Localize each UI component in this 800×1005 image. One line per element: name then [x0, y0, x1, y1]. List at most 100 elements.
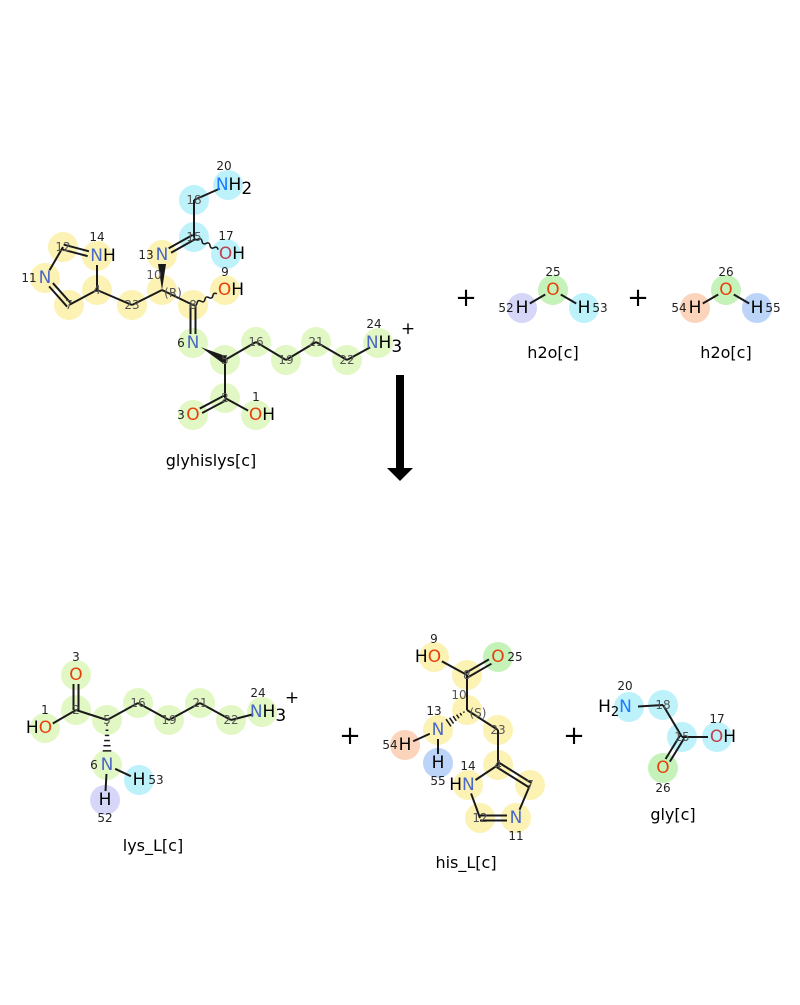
- atom-label: O: [546, 280, 559, 300]
- bond: [702, 293, 719, 305]
- atom-index: 17: [709, 712, 724, 726]
- atom-index: 12: [472, 811, 487, 825]
- bond: [529, 293, 546, 305]
- bond: [315, 341, 348, 361]
- atom-label: H: [516, 298, 529, 318]
- bond: [474, 764, 499, 781]
- atom-index: 15: [674, 730, 689, 744]
- bond: [470, 793, 481, 819]
- atom-index: 25: [507, 650, 522, 664]
- atom-index: 7: [65, 298, 73, 312]
- atom-highlight: [501, 803, 531, 833]
- double-bond: [63, 243, 90, 253]
- atom-index: 16: [248, 335, 263, 349]
- atom-index: 23: [490, 723, 505, 737]
- plus-sign: +: [627, 283, 649, 313]
- atom-charge: +: [401, 319, 415, 339]
- atom-highlight: [423, 715, 453, 745]
- atom-label: OH: [218, 280, 244, 300]
- atom-highlight: [507, 293, 537, 323]
- atom-label: H: [689, 298, 702, 318]
- atom-index: 26: [718, 265, 733, 279]
- bond: [52, 709, 77, 725]
- bond: [224, 397, 249, 412]
- atom-subscript: 3: [391, 337, 402, 357]
- atom-index: 20: [617, 679, 632, 693]
- atom-index: 54: [671, 301, 686, 315]
- atom-highlight: [178, 328, 208, 358]
- hash-bond: [448, 717, 455, 725]
- atom-index: 10: [451, 688, 466, 702]
- atom-label: OH: [219, 244, 245, 264]
- atom-highlight: [61, 660, 91, 690]
- atom-highlight: [363, 328, 393, 358]
- atom-subscript: 2: [241, 179, 252, 199]
- atom-label: O: [656, 758, 669, 778]
- atom-index: 11: [21, 271, 36, 285]
- double-bond: [668, 737, 685, 763]
- stereo-label: (S): [470, 706, 487, 720]
- atom-index: 2: [72, 703, 80, 717]
- atom-highlight: [538, 275, 568, 305]
- molecule-name: his_L[c]: [435, 853, 496, 873]
- double-bond: [201, 399, 227, 414]
- atom-highlight: [30, 713, 60, 743]
- atom-label: N: [101, 755, 114, 775]
- bond: [466, 709, 499, 731]
- atom-index: 24: [366, 317, 381, 331]
- atom-index: 55: [430, 774, 445, 788]
- bond: [412, 732, 431, 743]
- atom-highlight: [211, 239, 241, 269]
- atom-label: NH: [90, 246, 116, 266]
- plus-sign: +: [339, 721, 361, 751]
- atom-label: H2N: [598, 697, 632, 720]
- atom-charge: +: [285, 688, 299, 708]
- bond: [346, 346, 371, 361]
- atom-index: 5: [221, 353, 229, 367]
- atom-label: HO: [415, 647, 441, 667]
- atom-index: 53: [592, 301, 607, 315]
- atom-index: 22: [223, 713, 238, 727]
- double-bond: [52, 282, 72, 305]
- atom-highlight: [390, 730, 420, 760]
- bond: [137, 702, 170, 721]
- atom-index: 12: [55, 240, 70, 254]
- atom-index: 23: [124, 298, 139, 312]
- atom-index: 52: [97, 811, 112, 825]
- atom-index: 25: [545, 265, 560, 279]
- atom-label: H: [578, 298, 591, 318]
- atom-index: 26: [655, 781, 670, 795]
- molecule-name: lys_L[c]: [123, 836, 183, 856]
- atom-index: 1: [252, 390, 260, 404]
- bond: [161, 289, 194, 306]
- atom-label: N: [432, 720, 445, 740]
- wavy-bond: [193, 236, 219, 250]
- atom-highlight: [453, 770, 483, 800]
- bond: [114, 767, 132, 778]
- bond: [131, 289, 163, 306]
- bond: [199, 702, 232, 721]
- bond: [75, 709, 108, 721]
- atom-index: 15: [186, 230, 201, 244]
- atom-label: NH3: [366, 333, 402, 357]
- double-bond: [498, 762, 532, 784]
- atom-index: 9: [430, 632, 438, 646]
- hash-bond: [459, 712, 463, 716]
- bond: [68, 289, 98, 306]
- atom-index: 14: [89, 230, 104, 244]
- bond: [518, 784, 531, 811]
- atom-label: N: [156, 245, 169, 265]
- atom-highlight: [569, 293, 599, 323]
- bond: [230, 713, 254, 721]
- atom-label: N: [39, 268, 52, 288]
- bond: [733, 293, 750, 305]
- atom-label: H: [399, 735, 412, 755]
- atom-highlight: [241, 400, 271, 430]
- atom-index: 53: [148, 773, 163, 787]
- bond: [637, 704, 664, 708]
- atom-index: 55: [765, 301, 780, 315]
- bond: [441, 660, 468, 676]
- hash-bond: [462, 711, 465, 714]
